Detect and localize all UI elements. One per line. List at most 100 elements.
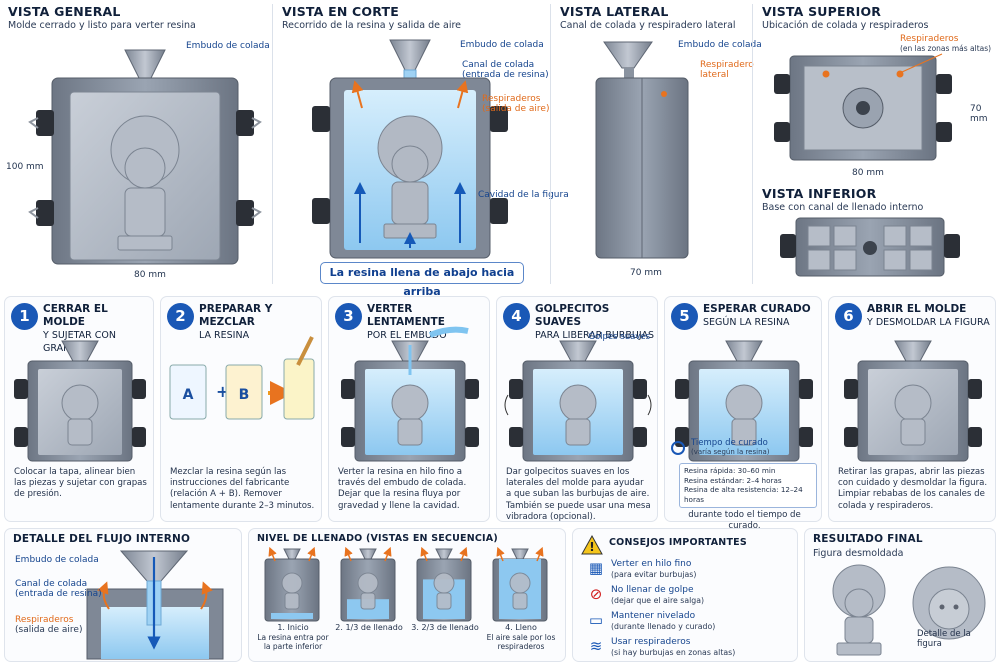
vista-general-label-embudo: Embudo de colada <box>186 41 270 51</box>
step-description: Retirar las grapas, abrir las piezas con… <box>838 467 988 511</box>
level-icon: ▭ <box>588 611 604 629</box>
vista-superior-resp-sub: (en las zonas más altas) <box>900 44 992 54</box>
detalle-title: DETALLE DEL FLUJO INTERNO <box>13 533 191 545</box>
tip-note: (para evitar burbujas) <box>611 569 697 579</box>
detalle-illustration <box>86 550 224 660</box>
mold-cutaway-illustration <box>312 39 508 259</box>
tip-item: No llenar de golpe(dejar que el aire sal… <box>611 585 704 607</box>
vista-corte-resp-text: Respiraderos <box>482 94 541 104</box>
fill-level-title: 4. Lleno <box>505 623 537 632</box>
cure-title: Tiempo de curado(varía según la resina) <box>691 438 770 458</box>
tip-item: Mantener nivelado(durante llenado y cura… <box>611 611 715 633</box>
step-number: 2 <box>167 303 194 330</box>
step-title-1: GOLPECITOS SUAVES <box>535 303 610 329</box>
divider <box>752 4 753 284</box>
vista-general-title: VISTA GENERAL <box>8 4 121 19</box>
mold-lateral-illustration <box>595 41 689 259</box>
step-illustration: Golpes suaves <box>504 332 652 462</box>
detalle-resp-text: Respiraderos <box>15 615 74 625</box>
fill-level-title: 3. 2/3 de llenado <box>411 623 479 632</box>
vista-inferior-panel: VISTA INFERIOR Base con canal de llenado… <box>762 186 992 213</box>
vista-corte-banner: La resina llena de abajo hacia arriba <box>320 262 524 298</box>
detalle-canal-text: Canal de colada <box>15 579 88 589</box>
cure-row: Resina rápida: 30–60 min <box>684 466 776 475</box>
step-illustration: A+B <box>169 336 315 420</box>
step-illustration <box>675 340 813 462</box>
mold-bottom-illustration <box>780 217 960 277</box>
tip-note: (si hay burbujas en zonas altas) <box>611 647 736 657</box>
vista-lateral-dim-label: 70 mm <box>630 268 662 278</box>
step-description: Dar golpecitos suaves en los laterales d… <box>506 467 651 522</box>
vista-corte-title: VISTA EN CORTE <box>282 4 399 19</box>
vista-lateral-resp-text2: lateral <box>700 70 729 81</box>
vista-superior-panel: VISTA SUPERIOR Ubicación de colada y res… <box>762 4 992 31</box>
step-number: 4 <box>503 303 530 330</box>
consejos-panel: ! CONSEJOS IMPORTANTES ▦Verter en hilo f… <box>572 528 798 662</box>
vista-superior-title: VISTA SUPERIOR <box>762 4 882 19</box>
resultado-title: RESULTADO FINAL <box>813 533 923 545</box>
step-title-1: CERRAR EL MOLDE <box>43 303 108 329</box>
resultado-subtitle: Figura desmoldada <box>813 548 904 559</box>
warning-icon: ! <box>581 534 603 555</box>
nivel-title: NIVEL DE LLENADO (VISTAS EN SECUENCIA) <box>257 533 498 544</box>
tip-title: Usar respiraderos <box>611 637 691 647</box>
figure-result-illustration <box>832 564 886 656</box>
vista-corte-subtitle: Recorrido de la resina y salida de aire <box>282 20 462 31</box>
tip-note: (dejar que el aire salga) <box>611 595 705 605</box>
fill-level-stage <box>340 546 396 622</box>
vista-corte-label-embudo: Embudo de colada <box>460 40 544 50</box>
vista-corte-label-resp: Respiraderos(salida de aire) <box>482 94 549 115</box>
vista-superior-subtitle: Ubicación de colada y respiraderos <box>762 20 929 31</box>
step-illustration <box>844 340 982 462</box>
step-number: 3 <box>335 303 362 330</box>
vista-general-subtitle: Molde cerrado y listo para verter resina <box>8 20 196 31</box>
cure-subtitle: (varía según la resina) <box>691 448 770 457</box>
vista-inferior-subtitle: Base con canal de llenado interno <box>762 202 924 213</box>
tip-title: Mantener nivelado <box>611 611 696 621</box>
tip-title: No llenar de golpe <box>611 585 694 595</box>
tip-item: Verter en hilo fino(para evitar burbujas… <box>611 559 696 581</box>
detalle-label-embudo: Embudo de colada <box>15 555 99 565</box>
fill-level-stage <box>416 546 472 622</box>
resultado-panel: RESULTADO FINAL Figura desmoldada Detall… <box>804 528 996 662</box>
vista-superior-label-resp: Respiraderos(en las zonas más altas) <box>900 34 991 55</box>
vista-corte-label-cavidad: Cavidad de la figura <box>478 190 569 200</box>
tip-item: Usar respiraderos(si hay burbujas en zon… <box>611 637 735 659</box>
golpes-label: Golpes suaves <box>588 332 650 342</box>
clock-icon <box>671 441 685 455</box>
vista-general-panel: VISTA GENERAL Molde cerrado y listo para… <box>8 4 268 31</box>
vista-superior-dim-w: 80 mm <box>852 168 884 178</box>
detalle-label-resp: Respiraderos(salida de aire) <box>15 615 82 636</box>
step-title-1: VERTER LENTAMENTE <box>367 303 445 329</box>
step-description: Verter la resina en hilo fino a través d… <box>338 467 467 511</box>
vista-lateral-title: VISTA LATERAL <box>560 4 669 19</box>
no-icon: ⊘ <box>589 585 603 603</box>
vista-lateral-resp-text: Respiradero <box>700 60 754 70</box>
resultado-detail-label: Detalle de la figura <box>917 629 971 649</box>
fill-level-caption: 2. 1/3 de llenado <box>333 623 405 633</box>
vista-inferior-title: VISTA INFERIOR <box>762 186 877 201</box>
vista-corte-label-canal: Canal de colada(entrada de resina) <box>462 60 549 81</box>
vista-lateral-panel: VISTA LATERAL Canal de colada y respirad… <box>560 4 750 31</box>
detalle-canal-sub: (entrada de resina) <box>15 589 102 600</box>
step-title-2: PARA LIBERAR BURBUJAS <box>535 330 655 342</box>
step-illustration <box>14 340 146 462</box>
mold-general-illustration <box>28 49 262 265</box>
tip-title: Verter en hilo fino <box>611 559 692 569</box>
cure-title-text: Tiempo de curado <box>691 438 768 448</box>
fill-level-stage <box>264 546 320 622</box>
fill-level-subtitle: El aire sale por los respiraderos <box>486 632 556 652</box>
